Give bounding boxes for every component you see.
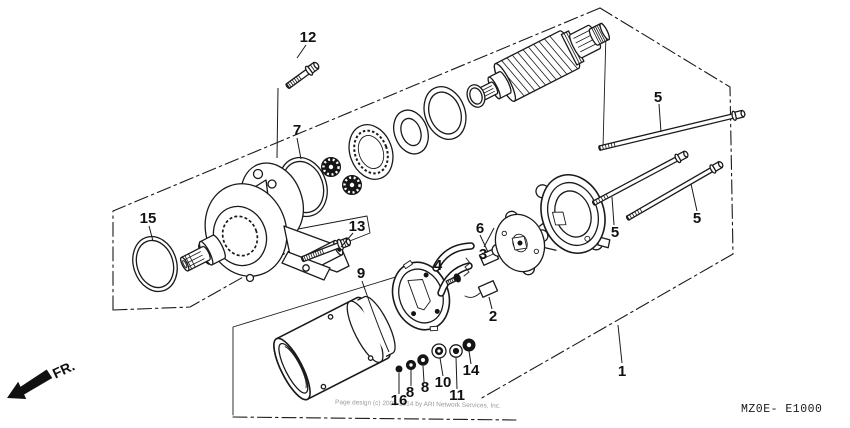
- part-rear-cap: [391, 260, 451, 332]
- part-o-ring-15: [132, 235, 178, 293]
- part-thrust-washer: [393, 109, 429, 155]
- part-planet-gear-a: [321, 157, 341, 177]
- callout-labels: 1 2 3 4 5 5 5 6 7 8 8 9 10 11 12 13 14 1…: [140, 29, 702, 409]
- part-through-bolt-5c: [625, 160, 724, 221]
- callout-label-1[interactable]: 1: [618, 363, 626, 380]
- callout-label-5a[interactable]: 5: [654, 89, 662, 106]
- part-brush-set: [432, 242, 500, 298]
- part-planet-gear-b: [342, 175, 362, 195]
- callout-leaders: [148, 44, 698, 394]
- part-armature: [475, 22, 611, 102]
- callout-label-16[interactable]: 16: [391, 392, 408, 409]
- diagram-code: MZ0E- E1000: [741, 403, 822, 416]
- part-set-bolt-12: [285, 61, 320, 89]
- callout-label-8a[interactable]: 8: [406, 384, 414, 401]
- part-through-bolt-5a: [598, 109, 746, 151]
- part-brush-holder-plate-3: [491, 210, 557, 276]
- part-washer-14: [462, 338, 476, 352]
- callout-label-11[interactable]: 11: [449, 387, 465, 404]
- callout-label-12[interactable]: 12: [300, 29, 317, 46]
- callout-label-2[interactable]: 2: [489, 308, 497, 325]
- callout-label-9[interactable]: 9: [357, 265, 365, 282]
- part-gear-case-assembly: [180, 162, 350, 283]
- part-end-cover: [535, 173, 611, 255]
- front-arrow-icon: [7, 369, 53, 399]
- part-washer-8b: [417, 354, 429, 366]
- callout-label-6[interactable]: 6: [476, 220, 484, 237]
- callout-label-8b[interactable]: 8: [421, 379, 429, 396]
- part-washer-8a: [405, 359, 417, 371]
- callout-label-5c[interactable]: 5: [693, 210, 701, 227]
- part-yoke-cylinder-9: [273, 295, 396, 401]
- watermark-text: Page design (c) 2003-2014 by ARI Network…: [335, 399, 501, 410]
- callout-label-13[interactable]: 13: [349, 218, 366, 235]
- callout-label-3[interactable]: 3: [479, 246, 487, 263]
- part-ring-gear: [348, 124, 394, 180]
- callout-label-10[interactable]: 10: [435, 374, 452, 391]
- callout-label-15[interactable]: 15: [140, 210, 157, 227]
- callout-label-5b[interactable]: 5: [611, 224, 619, 241]
- callout-label-4[interactable]: 4: [434, 257, 443, 274]
- yoke-group-box: [232, 267, 426, 416]
- part-steel-ball-16: [395, 365, 403, 373]
- part-washer-11: [449, 344, 463, 358]
- part-seal-ring-small: [466, 84, 486, 108]
- part-through-bolt-5b: [591, 150, 689, 206]
- bolt12-alignment-line: [276, 87, 279, 159]
- callout-label-7[interactable]: 7: [293, 122, 301, 139]
- callout-label-14[interactable]: 14: [463, 362, 480, 379]
- part-washer-10: [431, 343, 447, 359]
- part-brush-2: [477, 280, 499, 298]
- part-ring-large: [423, 86, 467, 140]
- part-screw-4: [445, 273, 461, 286]
